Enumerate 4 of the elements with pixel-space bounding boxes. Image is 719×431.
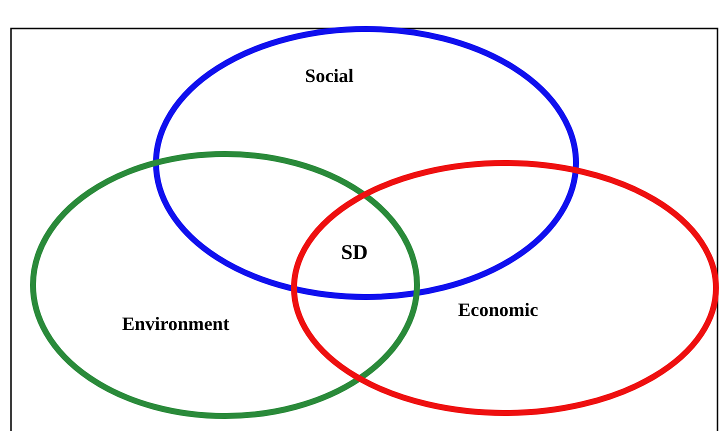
set-label: Social xyxy=(305,66,354,88)
set-label: Environment xyxy=(122,314,230,336)
intersection-label: SD xyxy=(341,240,368,265)
set-label: Economic xyxy=(458,300,538,322)
